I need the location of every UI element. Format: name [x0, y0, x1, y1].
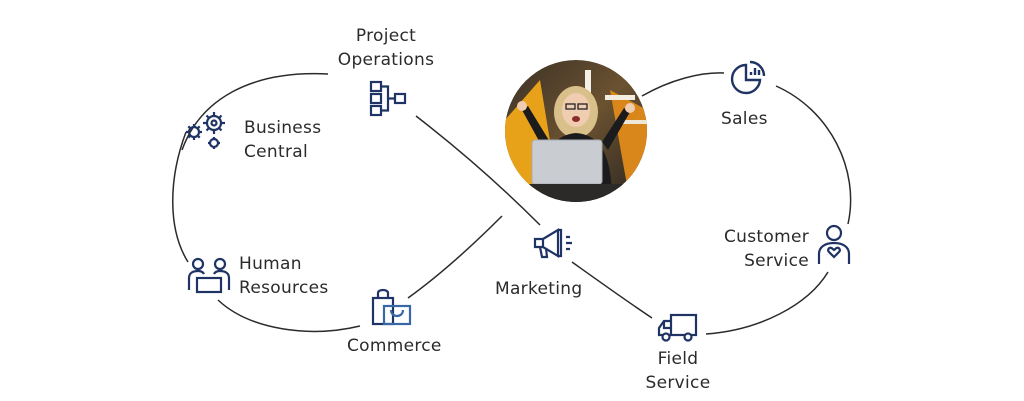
commerce-label: Commerce — [347, 336, 442, 356]
loop-path-right-side — [775, 85, 852, 225]
sales-label: Sales — [721, 109, 768, 129]
business-central-line2: Central — [244, 142, 308, 162]
loop-path-cross-down — [415, 115, 541, 226]
loop-path-right-upper — [641, 72, 725, 97]
project-operations-line2: Operations — [337, 50, 435, 70]
business-central-line1: Business — [244, 118, 322, 138]
loop-path-right-lower-a — [571, 261, 653, 319]
pie-chart-icon — [730, 60, 766, 95]
gears-icon — [186, 112, 225, 149]
customer-heart-icon — [817, 224, 851, 264]
field-service-line1: Field — [657, 349, 699, 369]
hierarchy-icon — [369, 80, 407, 117]
node-marketing: Marketing — [495, 277, 582, 301]
customer-service-line1: Customer — [724, 227, 809, 247]
human-resources-line1: Human — [239, 254, 302, 274]
node-commerce: Commerce — [347, 334, 442, 358]
node-field-service: Field Service — [630, 347, 726, 395]
customer-service-line2: Service — [744, 251, 809, 271]
node-human-resources: Human Resources — [239, 252, 329, 300]
loop-path-left-side — [172, 131, 189, 263]
node-project-operations: Project Operations — [330, 24, 442, 72]
human-resources-line2: Resources — [239, 278, 329, 298]
node-customer-service: Customer Service — [700, 225, 809, 273]
person-with-laptop-photo — [505, 60, 647, 202]
loop-path-left-lower — [217, 299, 361, 333]
marketing-label: Marketing — [495, 279, 583, 299]
loop-path-right-lower-b — [705, 271, 829, 335]
project-operations-line1: Project — [355, 26, 417, 46]
truck-icon — [657, 313, 698, 342]
node-sales: Sales — [721, 107, 768, 131]
shopping-bags-icon — [371, 288, 412, 326]
loop-path-cross-up — [407, 215, 503, 299]
field-service-line2: Service — [645, 373, 711, 393]
megaphone-icon — [533, 228, 572, 259]
node-business-central: Business Central — [244, 116, 321, 164]
people-icon — [187, 257, 231, 294]
